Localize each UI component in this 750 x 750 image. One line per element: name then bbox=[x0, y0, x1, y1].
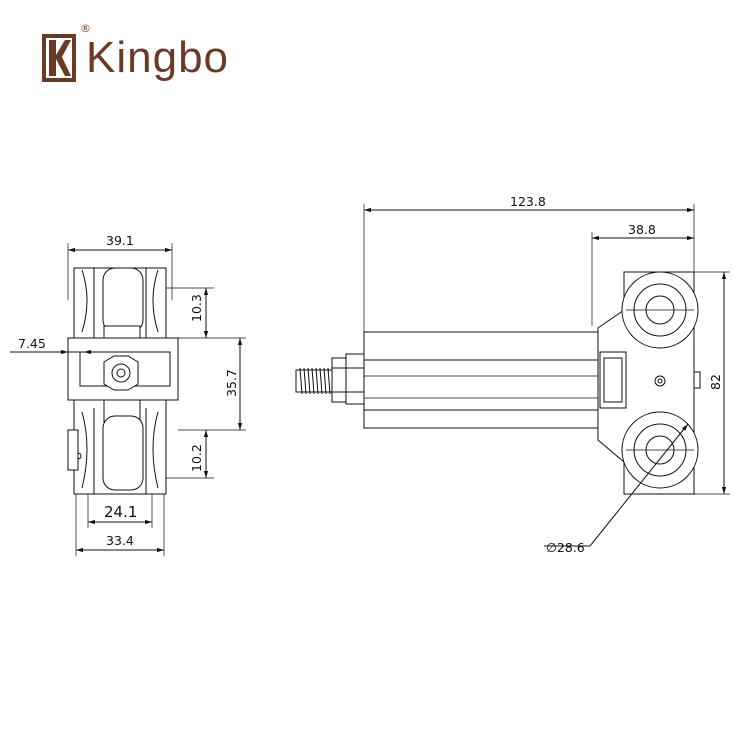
dim-center-height: 35.7 bbox=[224, 369, 239, 397]
dim-overall-height: 82 bbox=[708, 374, 723, 390]
dim-upper-gap: 10.3 bbox=[189, 294, 204, 322]
kingbo-logo-mark bbox=[42, 34, 76, 82]
dim-lower-gap: 10.2 bbox=[189, 444, 204, 472]
side-view: 123.8 38.8 82 ∅28.6 bbox=[295, 194, 730, 555]
registered-mark: ® bbox=[80, 22, 91, 35]
brand-name: Kingbo bbox=[86, 33, 230, 82]
dim-wheel-width: 24.1 bbox=[104, 503, 137, 521]
dim-offset-left: 7.45 bbox=[18, 336, 46, 351]
dim-overall-length: 123.8 bbox=[510, 194, 546, 209]
dim-width-bottom: 33.4 bbox=[106, 533, 134, 548]
dim-wheel-diameter: ∅28.6 bbox=[546, 540, 585, 555]
front-view: 39.1 10.3 7.45 35.7 10.2 24.1 33.4 bbox=[10, 233, 246, 556]
dim-width-top: 39.1 bbox=[106, 233, 134, 248]
dim-bracket-length: 38.8 bbox=[628, 222, 656, 237]
